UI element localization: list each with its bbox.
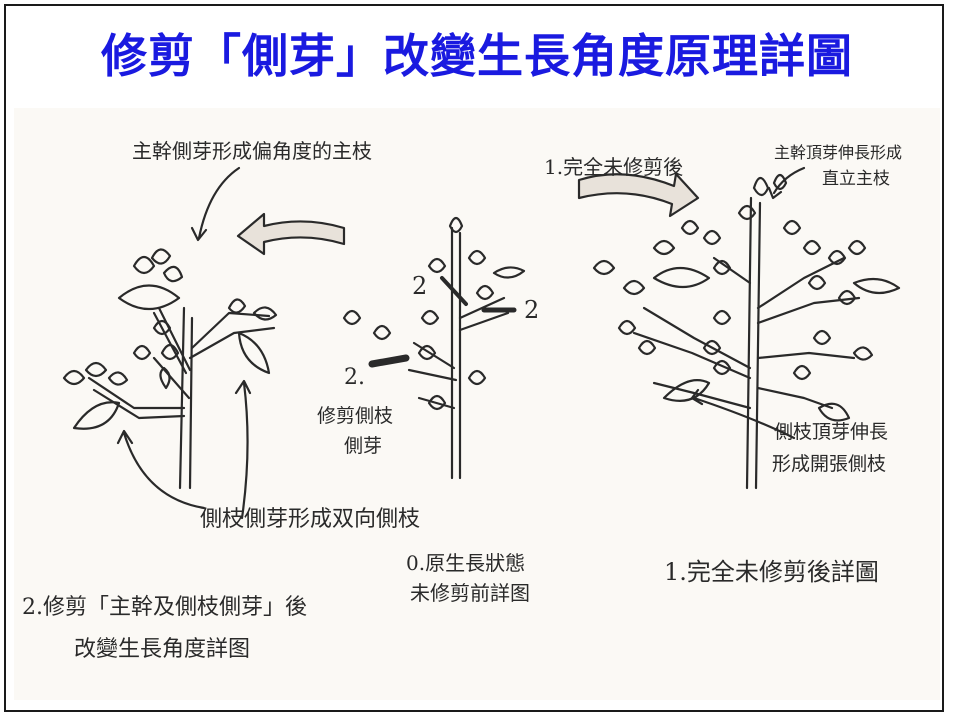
note-stage1-heading: 1.完全未修剪後	[544, 155, 683, 179]
cut-mark-b: 2	[524, 296, 539, 324]
caption-stage-2-line-2: 改變生長角度詳图	[74, 637, 250, 662]
cut-note-2: 側芽	[344, 435, 382, 457]
note-top-left: 主幹側芽形成偏角度的主枝	[132, 139, 372, 163]
cut-mark-c: 2.	[344, 365, 365, 390]
tree-stage-2	[62, 166, 278, 520]
cut-mark-a: 2	[412, 272, 427, 300]
note-top-right-2: 直立主枝	[822, 169, 890, 189]
caption-stage-2-line-1: 2.修剪「主幹及側枝側芽」後	[22, 595, 307, 620]
note-right-side-2: 形成開張側枝	[772, 453, 886, 475]
caption-stage-0-line-1: 0.原生長狀態	[406, 551, 525, 575]
pruning-sketch: 主幹側芽形成偏角度的主枝 1.完全未修剪後 主幹頂芽伸長形成 直立主枝 2 2 …	[14, 108, 940, 700]
note-bottom-left: 側枝側芽形成双向側枝	[200, 507, 420, 532]
left-flow-arrow	[236, 212, 346, 256]
tree-stage-0	[342, 216, 526, 480]
caption-stage-1: 1.完全未修剪後詳圖	[664, 558, 879, 586]
tree-stage-1	[592, 166, 901, 490]
slide-title: 修剪「側芽」改變生長角度原理詳圖	[101, 29, 853, 83]
sketch-drawing: 主幹側芽形成偏角度的主枝 1.完全未修剪後 主幹頂芽伸長形成 直立主枝 2 2 …	[22, 139, 902, 662]
cut-note-1: 修剪側枝	[317, 405, 393, 427]
caption-stage-0-line-2: 未修剪前詳图	[410, 581, 530, 605]
note-right-side-1: 側枝頂芽伸長	[774, 421, 888, 443]
right-flow-arrow	[577, 172, 700, 218]
note-top-right-1: 主幹頂芽伸長形成	[774, 143, 902, 162]
